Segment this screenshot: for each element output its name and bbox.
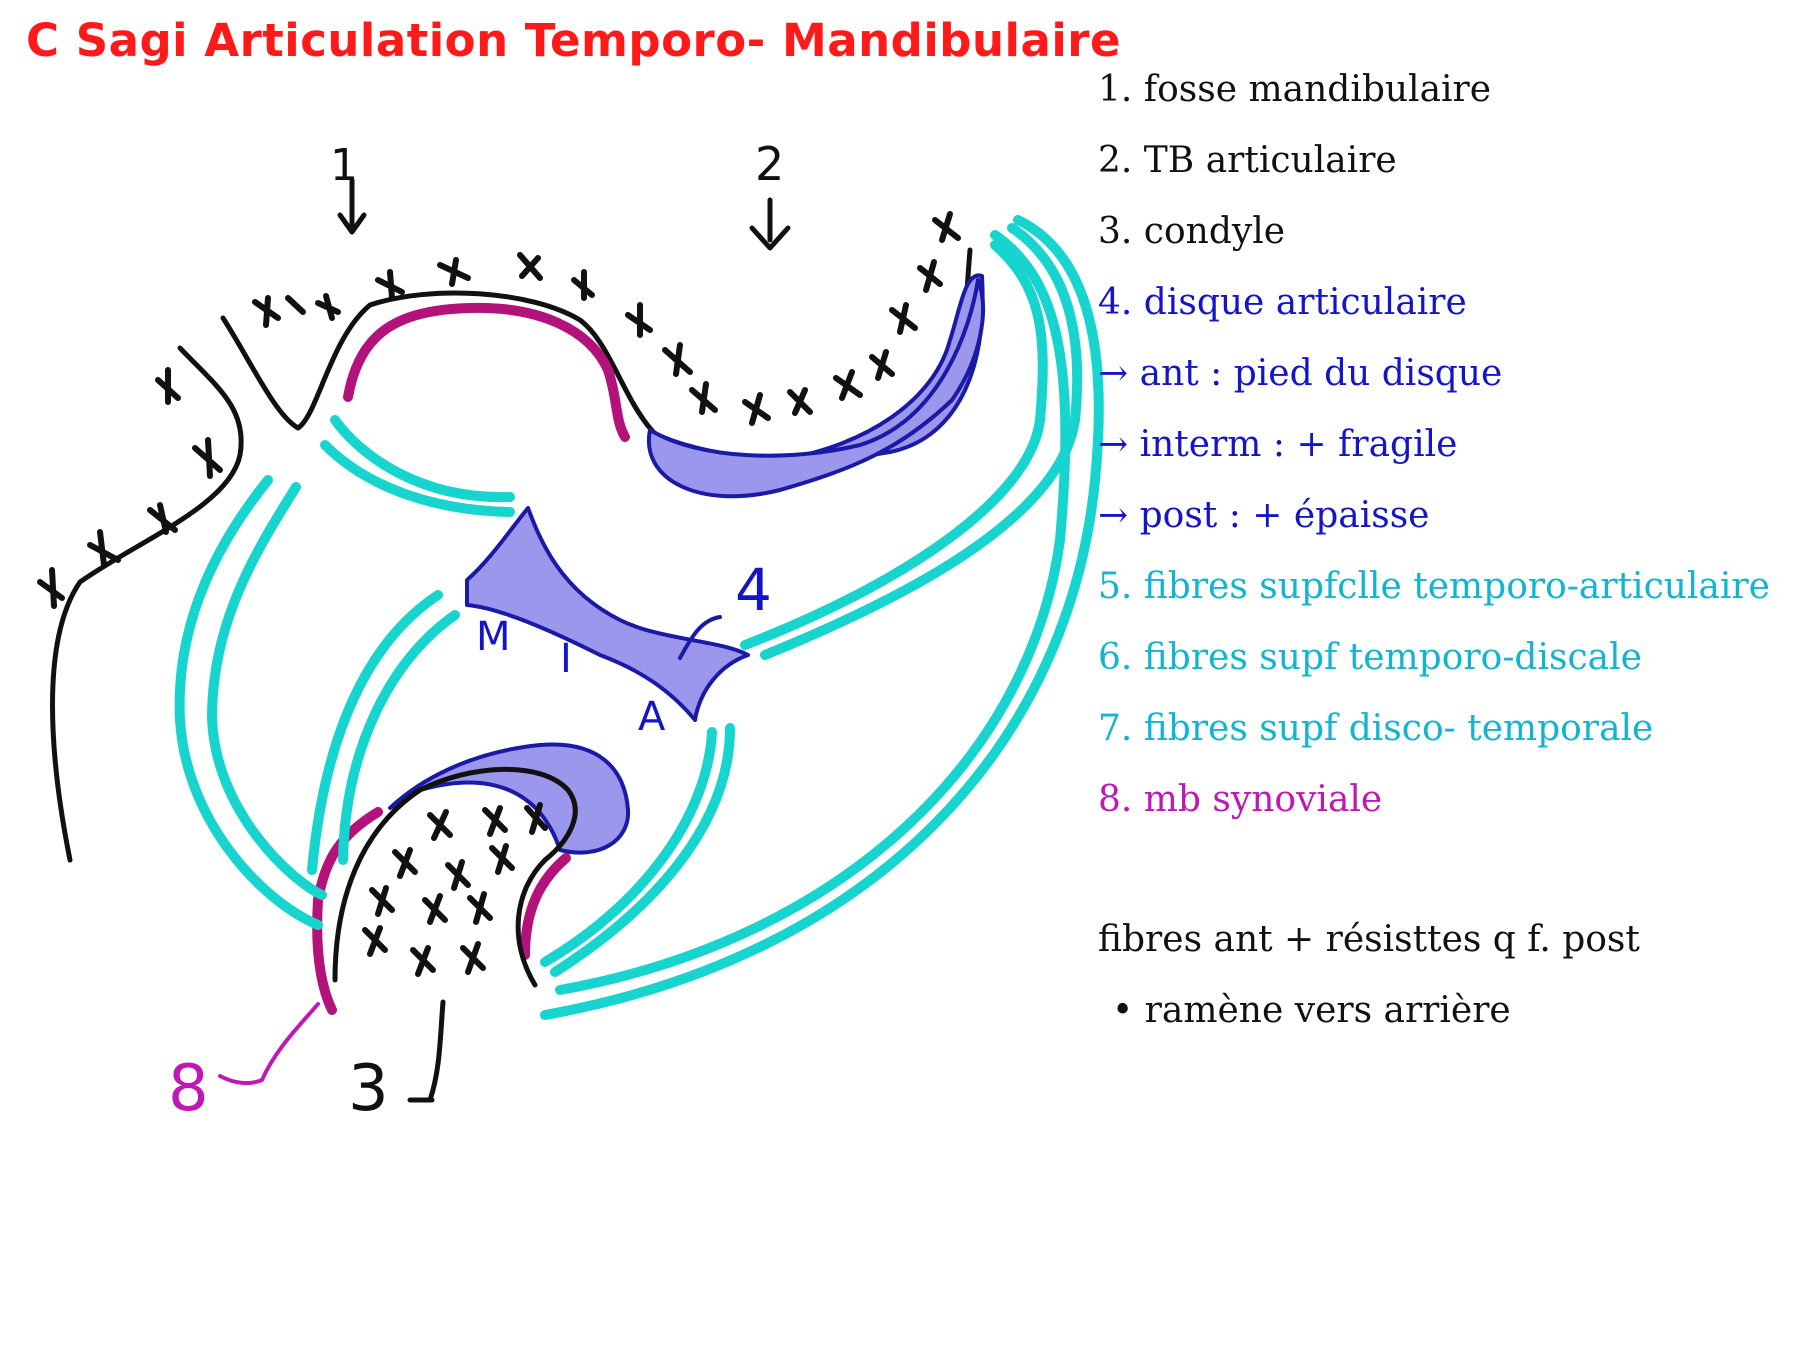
legend-item-5: 5. fibres supfclle temporo-articulaire xyxy=(1098,566,1770,607)
label-4: 4 xyxy=(735,556,772,624)
condyle-neck-line xyxy=(407,999,446,1103)
legend-item-4-interm: → interm : + fragile xyxy=(1098,424,1458,465)
legend-item-6: 6. fibres supf temporo-discale xyxy=(1098,637,1642,678)
synovial-leader-line xyxy=(218,1002,320,1086)
label-8: 8 xyxy=(168,1052,209,1126)
synovial-membrane xyxy=(312,302,630,1015)
label-disc-M: M xyxy=(476,614,511,660)
label-3: 3 xyxy=(348,1052,389,1126)
legend-item-2: 2. TB articulaire xyxy=(1098,140,1397,181)
legend-item-4: 4. disque articulaire xyxy=(1098,282,1467,323)
label-disc-I: I xyxy=(560,636,572,682)
diagram-title: C Sagi Articulation Temporo- Mandibulair… xyxy=(26,14,1121,67)
legend-item-4-ant: → ant : pied du disque xyxy=(1098,353,1503,394)
legend-item-1: 1. fosse mandibulaire xyxy=(1098,69,1492,110)
bone-hatching xyxy=(37,211,961,609)
posterior-bone-outline xyxy=(50,345,244,863)
label-1: 1 xyxy=(330,140,358,191)
condyle-outline xyxy=(332,766,578,988)
pointer-arrows xyxy=(337,177,791,251)
legend-item-4-post: → post : + épaisse xyxy=(1098,495,1430,536)
note-line-2: • ramène vers arrière xyxy=(1112,990,1511,1031)
condyle-hatching xyxy=(362,802,548,977)
legend-item-8: 8. mb synoviale xyxy=(1098,779,1383,820)
capsule-fibres xyxy=(174,215,1104,1020)
label-2: 2 xyxy=(755,137,784,191)
note-line-1: fibres ant + résisttes q f. post xyxy=(1098,919,1640,960)
diagram-labels: 1 2 3 4 8 M I A xyxy=(168,137,784,1126)
legend-item-7: 7. fibres supf disco- temporale xyxy=(1098,708,1654,749)
disc-leader-line xyxy=(678,615,722,660)
legend-item-3: 3. condyle xyxy=(1098,211,1286,252)
label-disc-A: A xyxy=(638,694,666,740)
articular-disc xyxy=(388,273,985,855)
